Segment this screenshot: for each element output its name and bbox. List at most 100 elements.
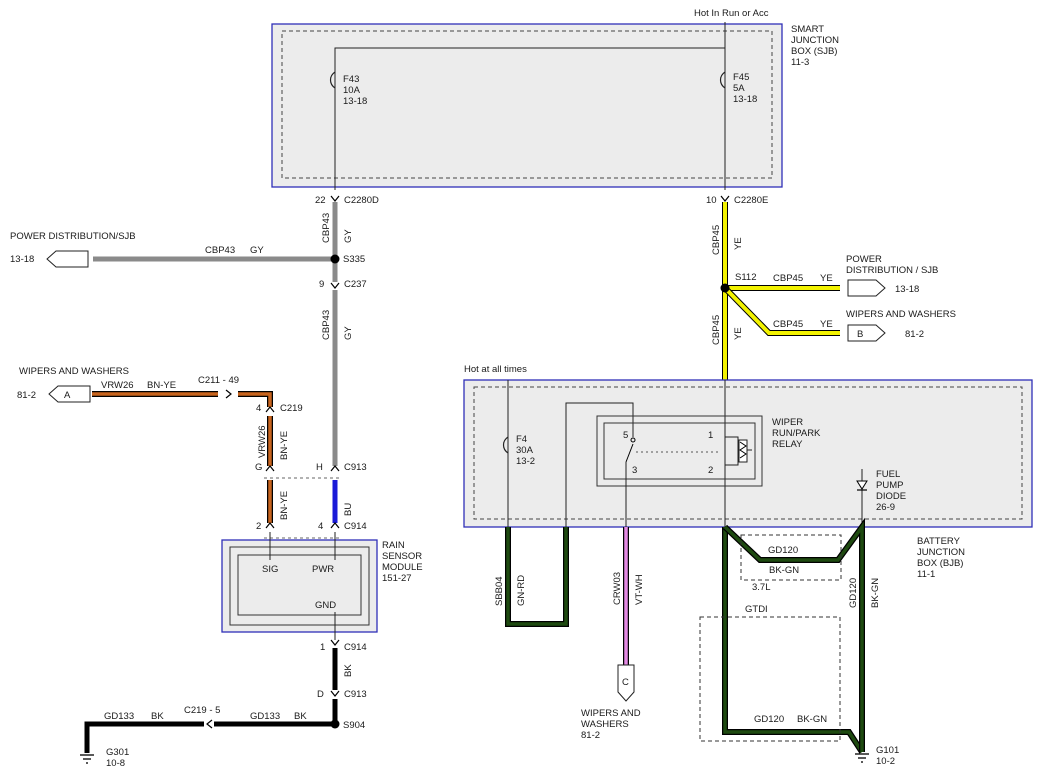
wipers-b-connector-icon <box>847 324 886 342</box>
wipers-tag-a: A <box>64 390 71 401</box>
wipers-c-ref: 81-2 <box>581 730 600 741</box>
f43-label: F43 <box>343 74 359 85</box>
cbp43-wire-label-2: CBP43 <box>321 310 332 340</box>
connector-c2280e: C2280E <box>734 195 768 206</box>
gd120-bot-label: GD120 <box>754 714 784 725</box>
f45-rating: 5A <box>733 83 745 94</box>
gtdi-label: GTDI <box>745 604 768 615</box>
relay-pin-2: 2 <box>708 465 713 476</box>
gn-rd-label: GN-RD <box>516 575 527 606</box>
pin-4-c219: 4 <box>256 403 261 414</box>
bk-gn-top-label: BK-GN <box>769 565 799 576</box>
bjb-name-4: 11-1 <box>917 569 935 580</box>
diode-name-3: DIODE <box>876 491 906 502</box>
sig-pin-label: SIG <box>262 564 278 575</box>
ye-a-label: YE <box>820 273 833 284</box>
power-dist-title-2: DISTRIBUTION / SJB <box>846 265 938 276</box>
pin-h: H <box>316 462 323 473</box>
engine-37l-label: 3.7L <box>752 582 771 593</box>
bk-gn-bot-label: BK-GN <box>797 714 827 725</box>
connector-c914-b: C914 <box>344 642 367 653</box>
sbb04-label: SBB04 <box>494 576 505 606</box>
s904-label: S904 <box>343 720 365 731</box>
gy-h-label: GY <box>250 245 264 256</box>
bn-ye-label: BN-YE <box>147 380 176 391</box>
g301-label: G301 <box>106 747 129 758</box>
connector-c219: C219 <box>280 403 303 414</box>
fuel-pump-diode-symbol <box>856 480 868 490</box>
vrw26-circuit: WIPERS AND WASHERS 81-2 A VRW26 BN-YE C2… <box>17 366 303 529</box>
relay-name-1: WIPER <box>772 417 803 428</box>
sjb-name-2: JUNCTION <box>791 35 839 46</box>
bjb-output-circuits: SBB04 GN-RD CRW03 VT-WH C WIPERS AND WAS… <box>494 517 899 767</box>
relay-name-2: RUN/PARK <box>772 428 821 439</box>
crw03-label: CRW03 <box>612 572 623 605</box>
splice-s112 <box>720 283 730 293</box>
ye-v-label: YE <box>733 237 744 250</box>
wipers-a-connector-icon <box>48 385 91 403</box>
gd133-b-label: GD133 <box>250 711 280 722</box>
diode-name-4: 26-9 <box>876 502 895 513</box>
connector-c211: C211 - 49 <box>198 375 239 386</box>
vt-wh-label: VT-WH <box>634 574 645 605</box>
pin-4b: 4 <box>318 521 323 532</box>
connector-c237: C237 <box>344 279 367 290</box>
connector-c2280d: C2280D <box>344 195 379 206</box>
cbp45-circuit: CBP45 YE S112 CBP45 YE POWER DISTRIBUTIO… <box>711 202 956 380</box>
gd120-top-label: GD120 <box>768 545 798 556</box>
bk-a-label: BK <box>151 711 164 722</box>
bjb-name-1: BATTERY <box>917 536 961 547</box>
cbp45-v2-label: CBP45 <box>711 315 722 345</box>
gd120-wiring <box>722 517 865 754</box>
f4-label: F4 <box>516 434 527 445</box>
relay-name-3: RELAY <box>772 439 803 450</box>
gnd-pin-label: GND <box>315 600 336 611</box>
pwr-pin-label: PWR <box>312 564 334 575</box>
bk-label: BK <box>343 664 354 677</box>
relay-pin-5: 5 <box>623 430 628 441</box>
wipers-washers-title: WIPERS AND WASHERS <box>19 366 129 377</box>
sjb-name-4: 11-3 <box>791 57 809 68</box>
cbp45-b-label: CBP45 <box>773 319 803 330</box>
wipers-c-title-2: WASHERS <box>581 719 629 730</box>
wipers-ref: 81-2 <box>17 390 36 401</box>
f4-rating: 30A <box>516 445 534 456</box>
f45-ref: 13-18 <box>733 94 757 105</box>
cbp43-h-label: CBP43 <box>205 245 235 256</box>
c913-c914-connectors: G H C913 BU 2 4 C914 <box>255 462 367 539</box>
bjb-name-2: JUNCTION <box>917 547 965 558</box>
bk-gn-v-label: BK-GN <box>870 578 881 608</box>
rain-sensor-name-4: 151-27 <box>382 573 412 584</box>
gy-wire-label: GY <box>343 229 354 243</box>
rain-sensor-module: RAIN SENSOR MODULE 151-27 SIG PWR GND <box>221 532 423 640</box>
connector-c914: C914 <box>344 521 367 532</box>
pin-9: 9 <box>319 279 324 290</box>
s335-label: S335 <box>343 254 365 265</box>
cbp45-a-label: CBP45 <box>773 273 803 284</box>
f43-rating: 10A <box>343 85 361 96</box>
power-dist-ref: 13-18 <box>895 284 919 295</box>
pin-d: D <box>317 689 324 700</box>
smart-junction-box: Hot In Run or Acc SMART JUNCTION BOX (SJ… <box>271 8 839 190</box>
bjb-name-3: BOX (BJB) <box>917 558 963 569</box>
power-dist-title-1: POWER <box>846 254 882 265</box>
vrw26-v-label: VRW26 <box>257 425 268 458</box>
bu-label: BU <box>343 503 354 516</box>
wipers-tag-b: B <box>857 329 863 340</box>
g101-ref: 10-2 <box>876 756 895 767</box>
sjb-name-1: SMART <box>791 24 824 35</box>
sjb-connectors: 22 C2280D 10 C2280E <box>315 195 768 206</box>
g301-ref: 10-8 <box>106 758 125 769</box>
pin-2: 2 <box>256 521 261 532</box>
power-dist-connector-icon <box>847 279 886 297</box>
s112-label: S112 <box>735 272 756 283</box>
gd120-v-label: GD120 <box>848 578 859 608</box>
diode-name-1: FUEL <box>876 469 900 480</box>
g101-label: G101 <box>876 745 899 756</box>
wipers-ref-r: 81-2 <box>905 329 924 340</box>
connector-c913-b: C913 <box>344 689 367 700</box>
cbp43-wire-label: CBP43 <box>321 213 332 243</box>
rain-sensor-name-3: MODULE <box>382 562 423 573</box>
bn-ye-v2-label: BN-YE <box>279 491 290 520</box>
f43-ref: 13-18 <box>343 96 367 107</box>
